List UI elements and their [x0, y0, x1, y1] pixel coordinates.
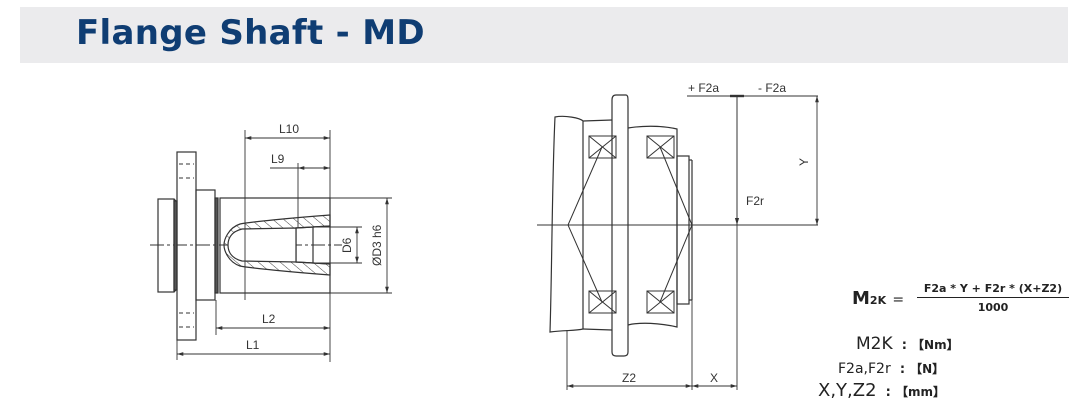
unit-value: 【mm】 [895, 385, 945, 399]
formula-denominator: 1000 [977, 301, 1009, 314]
unit-value: 【Nm】 [912, 338, 959, 352]
label-f2a-minus: - F2a [758, 81, 786, 95]
label-f2a-plus: + F2a [688, 81, 719, 95]
unit-separator: : [901, 338, 907, 353]
dim-L1: L1 [246, 338, 260, 352]
label-f2r: F2r [746, 194, 764, 208]
dim-D6: D6 [340, 237, 354, 253]
header-band: Flange Shaft - MD [20, 7, 1068, 63]
flange-shaft-drawing [150, 130, 392, 362]
unit-row-m2k: M2K : 【Nm】 [856, 334, 959, 354]
formula-m: M [852, 288, 870, 309]
page-title: Flange Shaft - MD [76, 13, 425, 53]
unit-symbol: X,Y,Z2 [818, 380, 877, 401]
unit-row-length: X,Y,Z2 : 【mm】 [818, 380, 945, 401]
unit-symbol: F2a,F2r [838, 361, 891, 377]
label-x: X [710, 371, 718, 385]
label-y: Y [797, 158, 811, 166]
formula-numerator: F2a * Y + F2r * (X+Z2) [917, 282, 1069, 298]
formula-m-sub: 2K [869, 294, 887, 307]
unit-separator: : [899, 362, 906, 377]
label-z2: Z2 [622, 371, 636, 385]
dim-L2: L2 [262, 312, 276, 326]
dim-L10: L10 [279, 122, 299, 136]
unit-separator: : [885, 385, 891, 400]
gearbox-load-drawing [537, 94, 819, 390]
formula-lhs: M2K = [852, 288, 904, 309]
unit-symbol: M2K [856, 334, 893, 354]
formula-equals: = [892, 292, 905, 308]
dim-D3: ØD3 h6 [370, 224, 384, 266]
unit-row-force: F2a,F2r : 【N】 [838, 358, 944, 377]
dim-L9: L9 [271, 152, 285, 166]
unit-value: 【N】 [910, 362, 945, 376]
formula-fraction: F2a * Y + F2r * (X+Z2) 1000 [917, 282, 1069, 314]
